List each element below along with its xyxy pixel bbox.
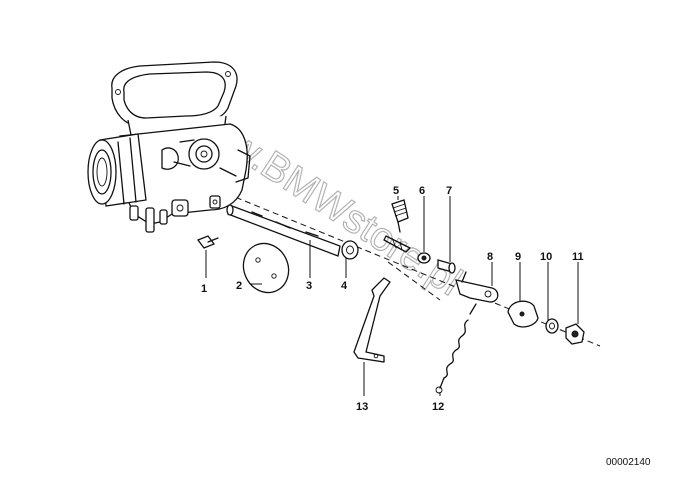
spring-clip xyxy=(383,235,411,253)
callout-1: 1 xyxy=(201,283,207,295)
callout-2: 2 xyxy=(236,280,242,292)
part-7-screw xyxy=(437,196,456,274)
part-8-lever xyxy=(455,262,499,303)
part-10-washer xyxy=(545,262,559,334)
callout-3: 3 xyxy=(306,280,312,292)
carburetor-body xyxy=(87,61,251,233)
callout-4: 4 xyxy=(341,280,348,292)
spring-axis xyxy=(387,261,441,301)
part-3-throttle-shaft xyxy=(226,204,341,278)
callout-5: 5 xyxy=(393,185,399,197)
part-12-tension-spring xyxy=(435,303,477,396)
callout-12: 12 xyxy=(432,401,444,413)
part-6-nut xyxy=(417,196,431,264)
part-11-nut xyxy=(565,262,585,345)
part-2-throttle-disc xyxy=(242,242,290,294)
part-4-washer xyxy=(341,240,359,278)
callout-10: 10 xyxy=(540,251,552,263)
callout-11: 11 xyxy=(572,251,584,263)
callout-7: 7 xyxy=(446,185,452,197)
callout-6: 6 xyxy=(419,185,425,197)
callout-9: 9 xyxy=(515,251,521,263)
callout-13: 13 xyxy=(356,401,368,413)
part-13-bracket xyxy=(353,277,391,396)
reference-number: 00002140 xyxy=(606,457,651,468)
part-1-screw xyxy=(196,235,219,278)
part-9-cam-plate xyxy=(507,262,539,328)
part-5-adjusting-screw xyxy=(391,196,409,233)
callout-8: 8 xyxy=(487,251,493,263)
